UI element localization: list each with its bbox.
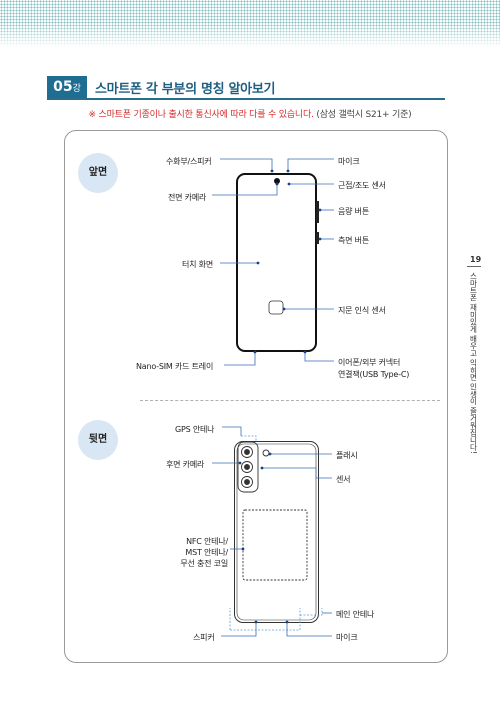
label-flash: 플래시: [336, 451, 358, 460]
leader-speaker-back: [221, 622, 257, 637]
label-nfc-line-1: NFC 안테나/: [186, 537, 228, 546]
rear-lens-3: [241, 476, 253, 488]
label-nfc-line-3: 무선 충전 코일: [180, 559, 228, 568]
front-heading: 앞면: [78, 153, 118, 193]
back-heading: 뒷면: [78, 420, 118, 460]
front-phone-details: [268, 173, 319, 315]
label-volume-button: 음량 버튼: [338, 207, 369, 216]
page-number: 19: [470, 255, 482, 264]
leader-gps: [222, 426, 242, 436]
top-pattern-fade: [0, 0, 500, 46]
label-earphone-connector-1: 이어폰/외부 커넥터: [338, 358, 401, 367]
chapter-header: 05강 스마트폰 각 부분의 명칭 알아보기: [47, 76, 445, 100]
leader-earphone: [304, 352, 334, 362]
label-fingerprint-sensor: 지문 인식 센서: [338, 306, 386, 315]
back-phone-details: [236, 441, 317, 621]
leader-mic-front: [287, 158, 334, 170]
label-receiver-speaker: 수화부/스피커: [166, 157, 212, 166]
leader-sensor: [262, 467, 332, 479]
label-nfc-line-2: MST 안테나/: [185, 548, 228, 557]
notice-line: ※ 스마트폰 기종이나 출시한 통신사에 따라 다를 수 있습니다. (삼성 갤…: [0, 107, 500, 120]
label-mic-front: 마이크: [338, 157, 360, 166]
diagram-panel: [64, 130, 448, 663]
nfc-coil-area: [242, 509, 308, 581]
back-inner-outline: [236, 443, 317, 621]
label-main-antenna: 메인 안테나: [336, 610, 375, 619]
camera-module: [237, 441, 259, 493]
back-antenna-marks: [229, 435, 323, 631]
flash-circle: [262, 449, 270, 457]
notice-note: (삼성 갤럭시 S21+ 기준): [316, 110, 412, 120]
label-earphone-connector-2: 연결잭(USB Type-C): [338, 370, 410, 379]
gps-antenna-mark: [241, 435, 257, 442]
chapter-number-suffix: 강: [72, 84, 81, 94]
leader-sim-tray: [224, 352, 256, 366]
label-proximity-sensor: 근접/조도 센서: [338, 181, 386, 190]
volume-button-shape: [316, 201, 319, 223]
chapter-title: 스마트폰 각 부분의 명칭 알아보기: [95, 82, 276, 97]
main-antenna-mark: [300, 608, 323, 616]
fingerprint-area: [268, 300, 284, 315]
notice-main: ※ 스마트폰 기종이나 출시한 통신사에 따라 다를 수 있습니다.: [88, 110, 314, 120]
back-leader-lines: [212, 426, 332, 637]
label-mic-back: 마이크: [336, 633, 358, 642]
back-leader-dots: [238, 452, 289, 624]
phone-back-outline: [234, 441, 319, 623]
side-tab-text: 스마트폰 재미있게 배우고 익히면 인생이 즐거워집니다!: [469, 272, 478, 454]
label-front-camera: 전면 카메라: [168, 193, 207, 202]
label-sim-tray: Nano-SIM 카드 트레이: [136, 362, 214, 371]
front-leader-lines: [212, 158, 334, 366]
front-camera-hole: [274, 178, 280, 184]
leader-receiver: [220, 158, 273, 170]
front-leader-dots: [253, 169, 322, 354]
label-sensor: 센서: [336, 475, 351, 484]
chapter-number-badge: 05강: [47, 76, 87, 98]
label-speaker-back: 스피커: [193, 633, 215, 642]
rear-lens-1: [241, 446, 253, 458]
leader-front-camera: [212, 184, 278, 196]
label-side-button: 측면 버튼: [338, 236, 369, 245]
rear-lens-2: [241, 461, 253, 473]
leader-mic-back: [286, 622, 332, 637]
label-touch-screen: 터치 화면: [182, 260, 213, 269]
section-divider: [140, 400, 440, 401]
chapter-number: 05: [53, 79, 73, 95]
side-button-shape: [316, 232, 319, 244]
side-tab-line: [467, 266, 481, 267]
label-rear-camera: 후면 카메라: [166, 460, 205, 469]
label-gps-antenna: GPS 안테나: [175, 425, 215, 434]
